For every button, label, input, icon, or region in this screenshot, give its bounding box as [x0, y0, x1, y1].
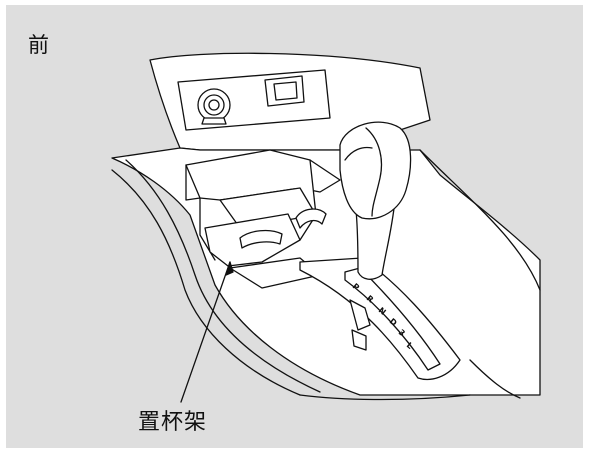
switch-icon: [265, 76, 304, 106]
direction-label: 前: [28, 29, 50, 59]
callout-leader-line: [181, 262, 230, 402]
console-front-curve: [300, 395, 470, 400]
cup-holder-callout: 置杯架: [138, 404, 207, 436]
